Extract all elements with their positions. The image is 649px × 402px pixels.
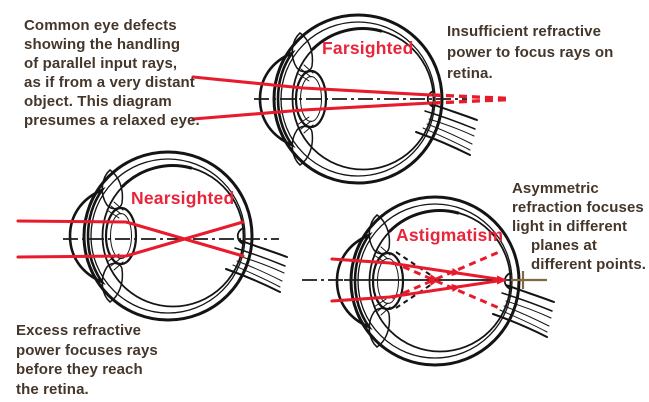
- astigmatism-label: Astigmatism: [396, 225, 504, 245]
- astigmatism-caption-part2: planes at different points.: [531, 237, 647, 273]
- farsighted-label: Farsighted: [322, 38, 414, 58]
- nearsighted-rays: [16, 219, 279, 259]
- astigmatism-caption-part1: Asymmetric refraction focuses light in d…: [512, 180, 644, 235]
- astigmatism-rays: [302, 250, 547, 310]
- nearsighted-label: Nearsighted: [131, 188, 235, 208]
- farsighted-rays: [191, 75, 510, 121]
- nearsighted-caption: Excess refractive power focuses rays bef…: [16, 322, 158, 398]
- farsighted-caption: Insufficient refractive power to focus r…: [447, 23, 614, 82]
- intro-caption: Common eye defects showing the handling …: [24, 17, 200, 129]
